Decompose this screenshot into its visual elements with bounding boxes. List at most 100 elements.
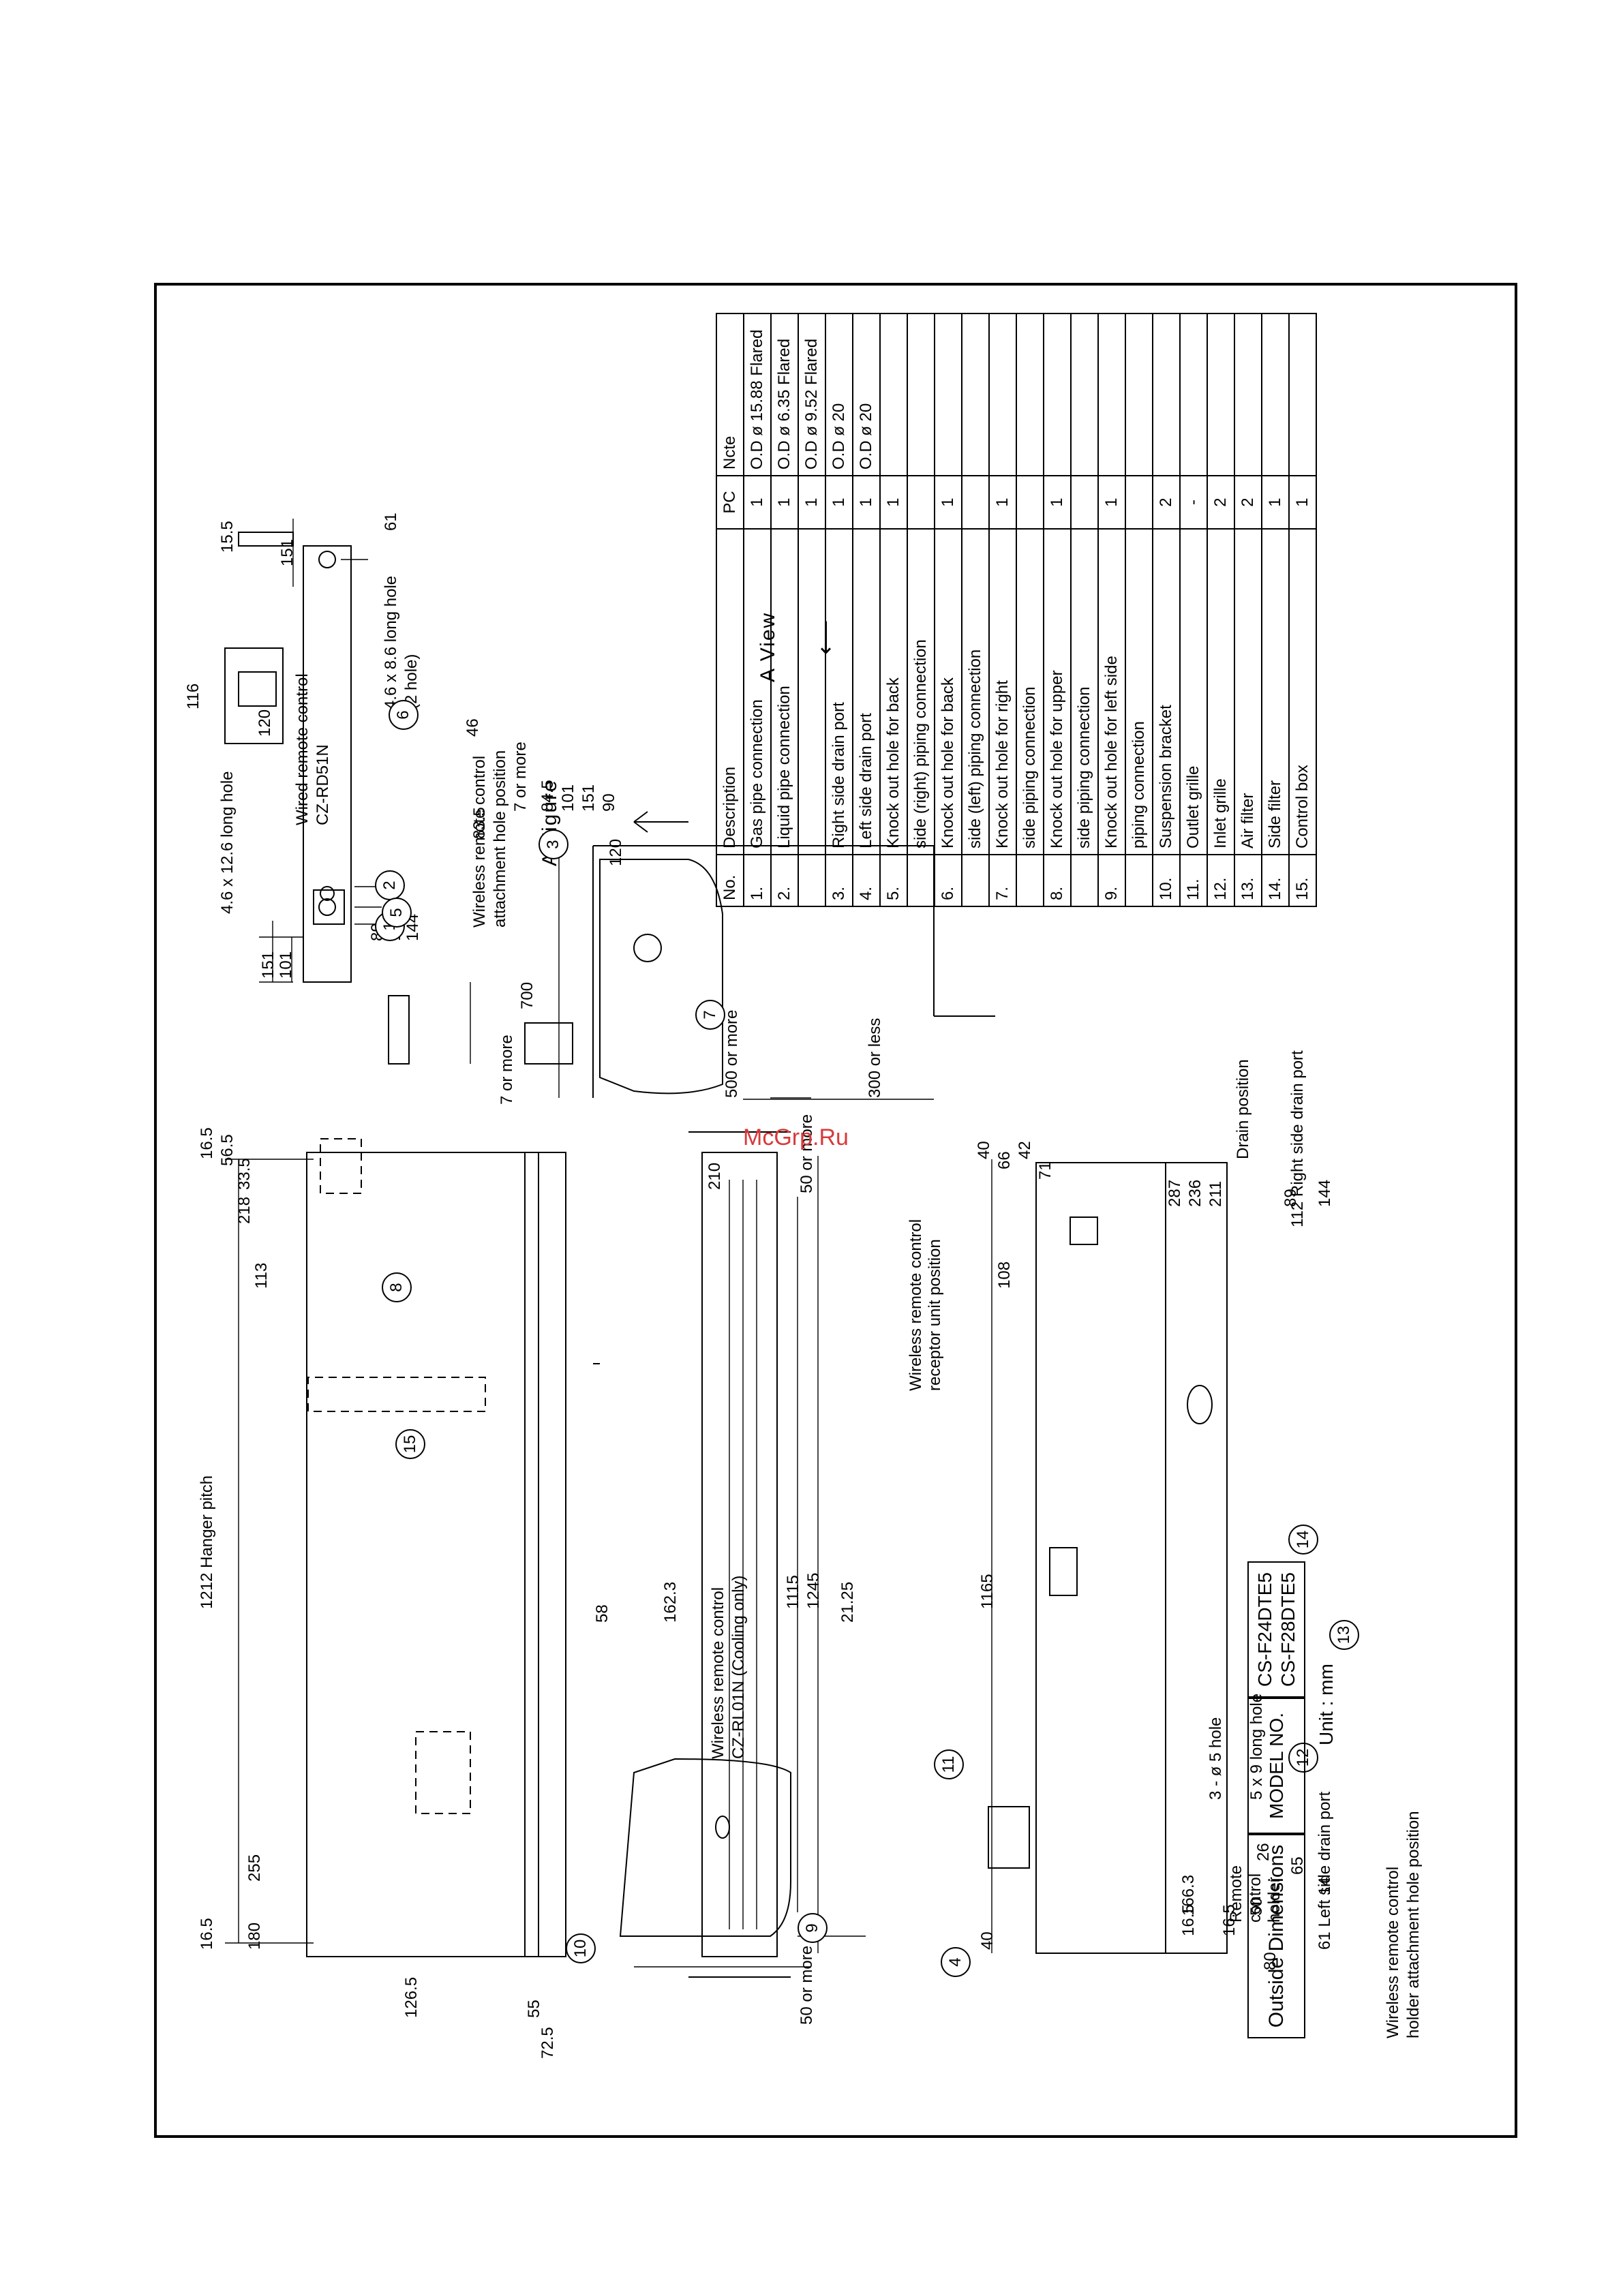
dim-71: 71	[1036, 1161, 1055, 1180]
cell-pc	[907, 476, 935, 529]
cell-no: 5.	[880, 855, 907, 906]
cell-description: Control box	[1289, 529, 1316, 855]
cell-no: 12.	[1207, 855, 1234, 906]
cell-note	[1180, 313, 1207, 476]
dim-166-3: 166.3	[1179, 1874, 1198, 1916]
cell-no: 10.	[1153, 855, 1180, 906]
cell-no: 6.	[935, 855, 962, 906]
cell-no	[907, 855, 935, 906]
dim-55: 55	[525, 2000, 543, 2018]
rotated-drawing: A Figure A View ⟵ 151 101 89 112 144 151…	[157, 286, 1520, 2141]
cell-description: side piping connection	[1071, 529, 1098, 855]
cell-pc: 2	[1207, 476, 1234, 529]
model-2: CS-F28DTE5	[1277, 1572, 1299, 1687]
cell-description: side piping connection	[1016, 529, 1044, 855]
cell-no	[1071, 855, 1098, 906]
cell-description: Air filter	[1234, 529, 1262, 855]
cell-no	[798, 855, 825, 906]
cell-no: 1.	[744, 855, 771, 906]
left-drain-label: 61 Left side drain port	[1316, 1791, 1334, 1950]
drawing-frame: A Figure A View ⟵ 151 101 89 112 144 151…	[154, 283, 1517, 2138]
dim-162-3: 162.3	[661, 1581, 680, 1623]
dim-14: 14	[1316, 1877, 1334, 1895]
cell-pc: 1	[1044, 476, 1071, 529]
cell-pc	[1016, 476, 1044, 529]
dim-46: 46	[464, 718, 482, 737]
cell-no: 13.	[1234, 855, 1262, 906]
dim-151b: 151	[278, 538, 297, 566]
front-view-middle	[688, 1131, 819, 1978]
cell-no: 15.	[1289, 855, 1316, 906]
cell-note	[907, 313, 935, 476]
cell-description: Knock out hole for left side	[1098, 529, 1125, 855]
long-hole-a: 4.6 x 8.6 long hole	[382, 575, 400, 709]
cell-description: Right side drain port	[825, 529, 853, 855]
dim-120: 120	[607, 838, 625, 866]
cell-description: Suspension bracket	[1153, 529, 1180, 855]
dim-16-5d: 16.5	[1220, 1904, 1239, 1936]
cell-description: Inlet grille	[1207, 529, 1234, 855]
cell-description: side (left) piping connection	[962, 529, 989, 855]
dim-58: 58	[593, 1604, 611, 1623]
dim-236: 236	[1186, 1179, 1204, 1207]
drawing-lines	[224, 519, 1228, 1978]
cell-pc	[1071, 476, 1098, 529]
remote-controls	[224, 532, 1078, 1869]
clear-50b: 50 or more	[798, 1945, 816, 2025]
cell-pc: 1	[989, 476, 1016, 529]
wl-rc-model: CZ-RL01N (Cooling only)	[729, 1575, 748, 1759]
parts-table: No. Description PC Ncte 1.Gas pipe conne…	[716, 313, 1317, 907]
parts-table-row: side piping connection	[1016, 313, 1044, 906]
model-no-label: MODEL NO.	[1247, 1698, 1305, 1834]
wired-rc-label: Wired remote control	[293, 673, 312, 825]
callout-13: 13	[1329, 1620, 1359, 1650]
dim-40b: 40	[978, 1931, 997, 1950]
cell-no: 8.	[1044, 855, 1071, 906]
col-pc: PC	[716, 476, 744, 529]
dim-40a: 40	[975, 1141, 993, 1159]
dim-66: 66	[995, 1151, 1014, 1169]
cell-pc: 1	[1262, 476, 1289, 529]
cell-note	[935, 313, 962, 476]
cell-note	[962, 313, 989, 476]
callout-6: 6	[389, 700, 419, 730]
cell-note	[1234, 313, 1262, 476]
dim-180: 180	[245, 1922, 264, 1950]
wl-attach: Wireless remote control	[470, 755, 489, 928]
parts-table-row: side (right) piping connection	[907, 313, 935, 906]
callout-9: 9	[798, 1913, 828, 1943]
parts-table-row: side piping connection	[1071, 313, 1098, 906]
dim-151c: 151	[579, 784, 598, 812]
hanger-pitch: 1212 Hanger pitch	[198, 1475, 216, 1609]
callout-7: 7	[695, 1000, 725, 1030]
cell-pc: 2	[1234, 476, 1262, 529]
a-view-drawing	[558, 811, 995, 1364]
dim-101a: 101	[277, 951, 295, 979]
wl-rc: Wireless remote control	[709, 1587, 727, 1759]
dim-126-5: 126.5	[402, 1976, 421, 2018]
cell-pc: -	[1180, 476, 1207, 529]
model-1: CS-F24DTE5	[1254, 1572, 1275, 1687]
callout-4: 4	[941, 1947, 971, 1977]
cell-description: Gas pipe connection	[744, 529, 771, 855]
cell-note: O.D ø 15.88 Flared	[744, 313, 771, 476]
dim-21-25: 21.25	[838, 1581, 857, 1623]
cell-no: 4.	[853, 855, 880, 906]
cell-note	[1153, 313, 1180, 476]
callout-3: 3	[539, 829, 568, 859]
cell-no: 11.	[1180, 855, 1207, 906]
dim-210: 210	[706, 1162, 724, 1190]
dim-108: 108	[995, 1261, 1014, 1289]
front-view-top	[225, 1138, 566, 1957]
cell-no: 7.	[989, 855, 1016, 906]
dim-218: 218	[235, 1196, 254, 1224]
